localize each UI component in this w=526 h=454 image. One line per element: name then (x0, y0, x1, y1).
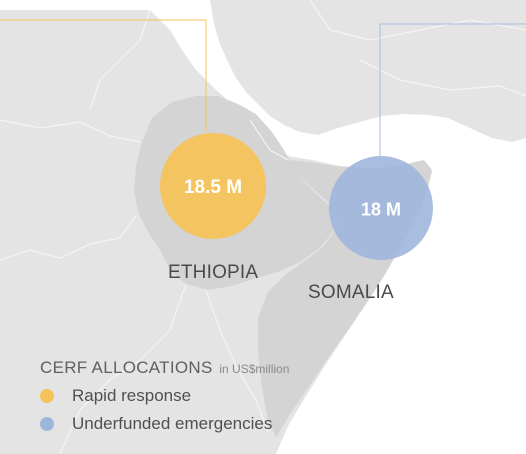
legend-item-underfunded: Underfunded emergencies (40, 414, 289, 434)
legend-item-rapid-response: Rapid response (40, 386, 289, 406)
border-line (0, 215, 137, 261)
legend-title: CERF ALLOCATIONS in US$million (40, 358, 289, 378)
country-label-somalia: SOMALIA (308, 282, 394, 303)
border-line (249, 119, 289, 161)
border-line (89, 9, 151, 111)
land-arabian-peninsula (210, 0, 526, 142)
country-label-ethiopia: ETHIOPIA (168, 262, 259, 283)
legend-unit: in US$million (219, 362, 290, 376)
legend-label: Underfunded emergencies (72, 414, 273, 433)
bubble-value-somalia: 18 M (360, 199, 402, 220)
border-line (309, 0, 526, 41)
value-bubble-somalia (329, 156, 433, 260)
border-line (59, 283, 187, 454)
legend-title-text: CERF ALLOCATIONS (40, 358, 213, 377)
value-bubble-ethiopia (160, 133, 266, 239)
circle-marker-icon (40, 389, 54, 403)
legend: CERF ALLOCATIONS in US$million Rapid res… (40, 358, 289, 434)
border-line (0, 119, 141, 143)
border-line (205, 289, 269, 433)
circle-marker-icon (40, 417, 54, 431)
leader-line-somalia (379, 23, 526, 156)
legend-label: Rapid response (72, 386, 192, 405)
border-line (359, 59, 526, 97)
bubble-value-ethiopia: 18.5 M (183, 177, 243, 198)
leader-line-ethiopia (0, 19, 207, 132)
